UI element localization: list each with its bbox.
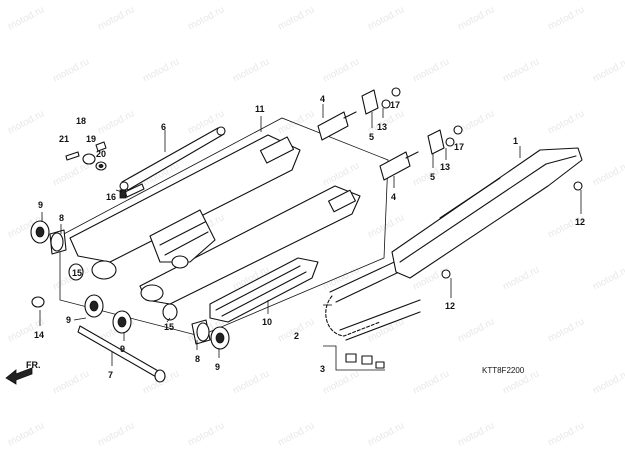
watermark-text: motod.ru [456,420,496,448]
callout-4a: 4 [320,94,325,104]
watermark-text: motod.ru [321,264,361,292]
callout-20: 20 [96,149,106,159]
watermark-text: motod.ru [231,368,271,396]
callout-12a: 12 [575,217,585,227]
callout-14: 14 [34,330,44,340]
watermark-text: motod.ru [96,108,136,136]
callout-15a: 15 [72,268,82,278]
drawing-code: KTT8F2200 [482,366,525,375]
watermark-text: motod.ru [366,420,406,448]
watermark-text: motod.ru [96,420,136,448]
callout-17b: 17 [454,142,464,152]
watermark-text: motod.ru [411,368,451,396]
watermark-text: motod.ru [546,4,586,32]
watermark-text: motod.ru [276,420,316,448]
watermark-text: motod.ru [51,56,91,84]
chain-adjusters [317,87,463,181]
callout-15b: 15 [164,322,174,332]
watermark-text: motod.ru [276,4,316,32]
front-marker-label: FR. [26,360,41,370]
watermark-text: motod.ru [51,368,91,396]
watermark-text: motod.ru [321,368,361,396]
watermark-text: motod.ru [366,4,406,32]
callout-9d: 9 [215,362,220,372]
watermark-text: motod.ru [366,212,406,240]
watermark-text: motod.ru [591,264,625,292]
swingarm-group-outline [59,117,389,337]
watermark-text: motod.ru [6,108,46,136]
callout-8b: 8 [195,354,200,364]
watermark-text: motod.ru [501,264,541,292]
callout-11: 11 [255,104,265,114]
callout-4b: 4 [391,192,396,202]
hardware-18-21 [65,141,107,171]
callout-10: 10 [262,317,272,327]
watermark-text: motod.ru [591,368,625,396]
watermark-text: motod.ru [456,108,496,136]
callout-5b: 5 [430,172,435,182]
callout-1: 1 [513,136,518,146]
callout-17a: 17 [390,100,400,110]
watermark-text: motod.ru [591,56,625,84]
callout-5a: 5 [369,132,374,142]
chain-slider [209,257,319,323]
watermark-text: motod.ru [276,108,316,136]
callout-18: 18 [76,116,86,126]
watermark-text: motod.ru [231,56,271,84]
callout-2: 2 [294,331,299,341]
watermark-text: motod.ru [591,160,625,188]
callout-21: 21 [59,134,69,144]
watermark-text: motod.ru [321,56,361,84]
torque-link [119,126,226,191]
callout-12b: 12 [445,301,455,311]
watermark-text: motod.ru [501,56,541,84]
callout-19: 19 [86,134,96,144]
callout-9b: 9 [66,315,71,325]
watermark-text: motod.ru [186,420,226,448]
watermark-text: motod.ru [456,4,496,32]
chain-case [391,147,583,279]
front-arrow-icon [5,367,33,385]
watermark-text: motod.ru [141,56,181,84]
watermark-text: motod.ru [456,316,496,344]
watermark-text: motod.ru [6,4,46,32]
callout-3: 3 [320,364,325,374]
callout-9a: 9 [38,200,43,210]
watermark-text: motod.ru [546,420,586,448]
bushings [30,220,230,350]
callout-8a: 8 [59,213,64,223]
callout-7: 7 [108,370,113,380]
watermark-text: motod.ru [546,316,586,344]
swingarm [69,134,361,305]
callout-13a: 13 [377,122,387,132]
watermark-text: motod.ru [51,160,91,188]
callout-16: 16 [106,192,116,202]
leader-lines [39,104,582,371]
bolt-16 [119,183,145,199]
watermark-text: motod.ru [96,4,136,32]
pivot-bolt [77,325,166,383]
watermark-text: motod.ru [6,420,46,448]
watermark-text: motod.ru [321,160,361,188]
watermark-text: motod.ru [411,56,451,84]
watermark-text: motod.ru [186,4,226,32]
callout-6: 6 [161,122,166,132]
callout-13b: 13 [440,162,450,172]
callout-9c: 9 [120,344,125,354]
watermark-text: motod.ru [546,108,586,136]
